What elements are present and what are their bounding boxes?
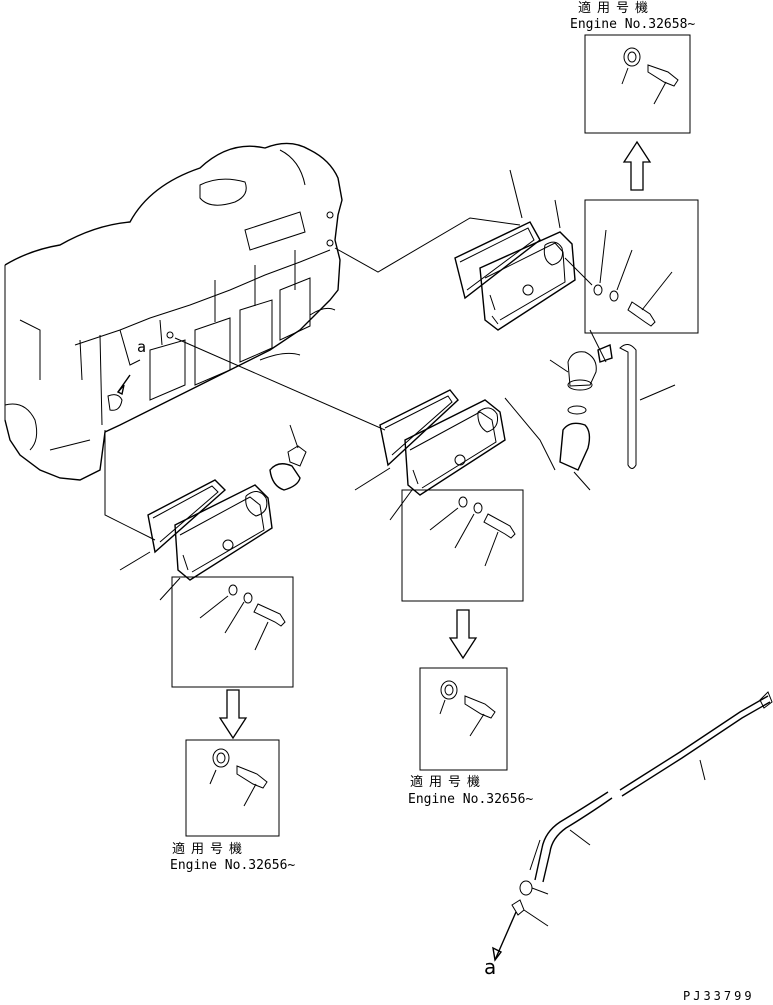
cover-assembly-left [119, 424, 307, 837]
engine-block [4, 142, 343, 481]
breather-tube-assembly [504, 329, 676, 491]
applicable-label-center: 適用号機 [410, 775, 487, 790]
leader-lines [104, 217, 521, 541]
engine-number-left: Engine No.32656~ [170, 858, 296, 873]
engine-number-top-right: Engine No.32658~ [570, 17, 696, 32]
applicable-label-top-right: 適用号機 [578, 1, 655, 16]
drawing-number: PJ33799 [683, 989, 755, 1003]
applicable-label-left: 適用号機 [172, 842, 249, 857]
cover-assembly-top-right [454, 34, 699, 334]
engine-number-center: Engine No.32656~ [408, 792, 534, 807]
ref-letter-a-top: a [137, 338, 147, 356]
dipstick-assembly [492, 691, 773, 962]
ref-letter-a-bottom: a [484, 955, 497, 979]
cover-assembly-center [354, 389, 524, 771]
